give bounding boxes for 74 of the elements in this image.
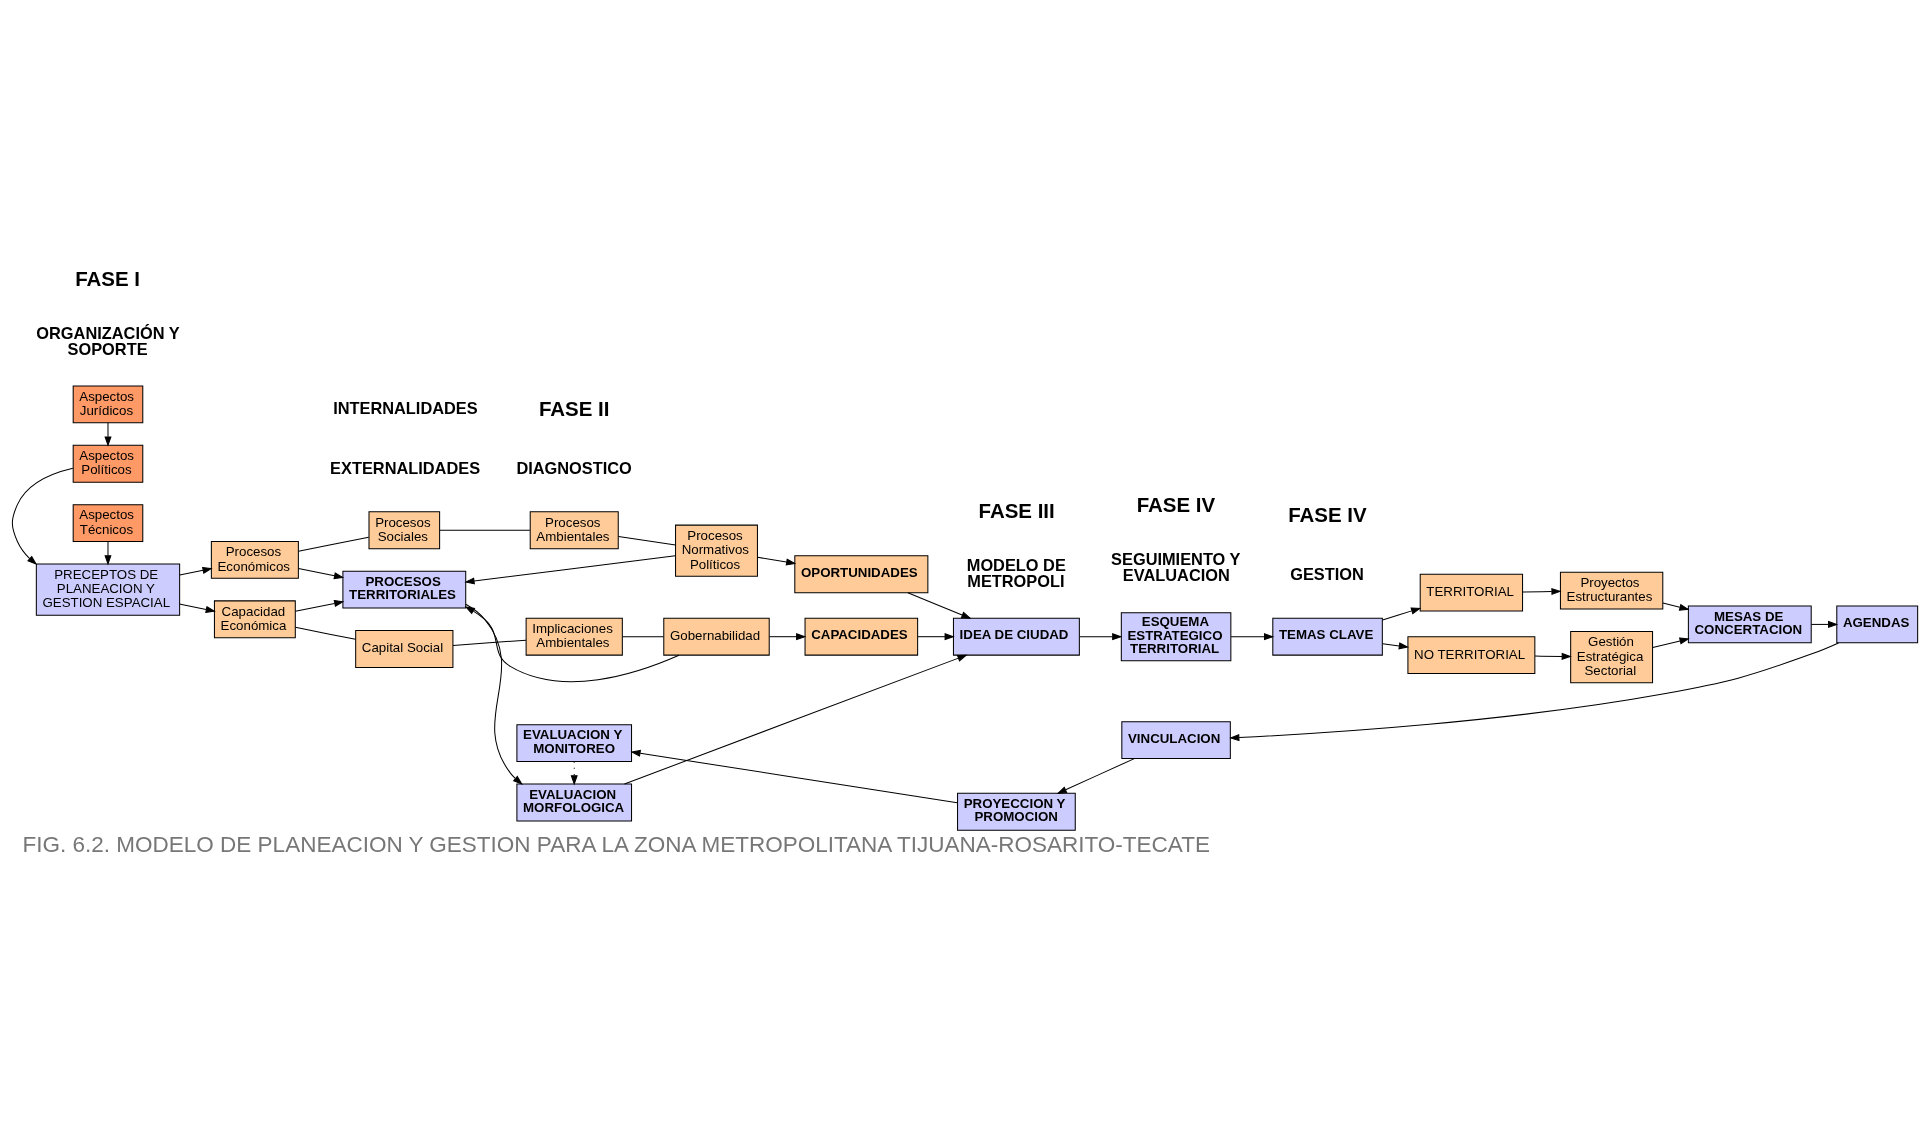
node-box: NO TERRITORIAL [1407, 635, 1536, 674]
node-box: Aspectos Técnicos [72, 503, 144, 542]
node-box: Implicaciones Ambientales [525, 617, 623, 656]
node-box: TERRITORIAL [1419, 573, 1524, 612]
node-box: Capital Social [355, 629, 454, 668]
caption: FIG. 6.2. MODELO DE PLANEACION Y GESTION PARA LA ZONA METROPOLITANA TIJUANA-ROSARITO-TECATE [22, 831, 1210, 857]
node-box: Proyectos Estructurantes [1559, 571, 1664, 610]
node-box: CAPACIDADES [804, 617, 919, 656]
arrow [757, 556, 797, 566]
label: SEGUIMIENTO Y EVALUACION [1111, 549, 1241, 584]
node-box: ESQUEMA ESTRATEGICO TERRITORIAL [1120, 611, 1232, 661]
arrow [1229, 641, 1839, 741]
node-box: Gestión Estratégica Sectorial [1570, 630, 1654, 683]
node-box: Procesos Económicos [210, 540, 299, 579]
arrow [917, 632, 955, 640]
node-box: Gobernabilidad [663, 617, 770, 656]
arrow [907, 591, 972, 619]
arrow [1079, 632, 1123, 640]
node-box: MESAS DE CONCERTACION [1687, 605, 1812, 643]
node-box: AGENDAS [1836, 605, 1919, 643]
arrow [623, 654, 968, 784]
node-box: Aspectos Políticos [72, 444, 144, 483]
arrow [179, 603, 216, 613]
connector [617, 535, 676, 545]
arrow [768, 632, 807, 640]
arrow [464, 605, 680, 682]
arrow [1662, 602, 1690, 611]
node-box: EVALUACION Y MONITOREO [516, 723, 633, 762]
arrow [1522, 587, 1562, 595]
arrow [104, 540, 112, 565]
arrow [464, 554, 676, 584]
label: MODELO DE METROPOLI [966, 555, 1066, 590]
arrow [298, 567, 345, 579]
arrow [1534, 652, 1572, 660]
node-box: TEMAS CLAVE [1272, 617, 1383, 656]
label: FASE IV [1288, 502, 1367, 526]
arrow [1382, 607, 1422, 620]
connector [452, 639, 527, 646]
arrow [1230, 632, 1275, 640]
label: FASE III [978, 498, 1055, 522]
arrow [465, 603, 523, 785]
connector [439, 529, 531, 531]
node-box: Procesos Sociales [368, 510, 441, 549]
arrow [630, 749, 958, 803]
arrow [1652, 637, 1690, 648]
node-box: Procesos Ambientales [529, 510, 619, 549]
arrow [294, 599, 345, 612]
arrow [1382, 641, 1410, 649]
node-box: IDEA DE CIUDAD [952, 617, 1080, 656]
label: GESTION [1290, 564, 1364, 583]
arrow [104, 421, 112, 447]
connector [294, 626, 357, 640]
label: EXTERNALIDADES [330, 458, 481, 477]
label: FASE IV [1136, 492, 1216, 516]
label: FASE I [75, 266, 141, 290]
node-box: Capacidad Económica [213, 599, 296, 638]
node-box: VINCULACION [1121, 720, 1231, 759]
node-box: OPORTUNIDADES [794, 554, 929, 593]
node-box: PROCESOS TERRITORIALES [342, 570, 467, 609]
arrow [179, 566, 213, 576]
node-box: Procesos Normativos Políticos [675, 524, 758, 577]
arrow [11, 467, 74, 565]
arrow [1056, 757, 1135, 794]
label: FASE II [538, 396, 610, 420]
node-box: EVALUACION MORFOLOGICA [516, 783, 633, 821]
node-box: Aspectos Jurídicos [72, 384, 144, 423]
label: ORGANIZACIÓN Y SOPORTE [36, 323, 180, 358]
node-box: PROYECCION Y PROMOCION [957, 792, 1076, 831]
connector [298, 536, 370, 552]
label: INTERNALIDADES [333, 398, 478, 417]
arrow [1810, 620, 1839, 628]
connector [621, 635, 664, 637]
node-box: PRECEPTOS DE PLANEACION Y GESTION ESPACIAL [35, 563, 181, 616]
label: DIAGNOSTICO [516, 458, 632, 477]
